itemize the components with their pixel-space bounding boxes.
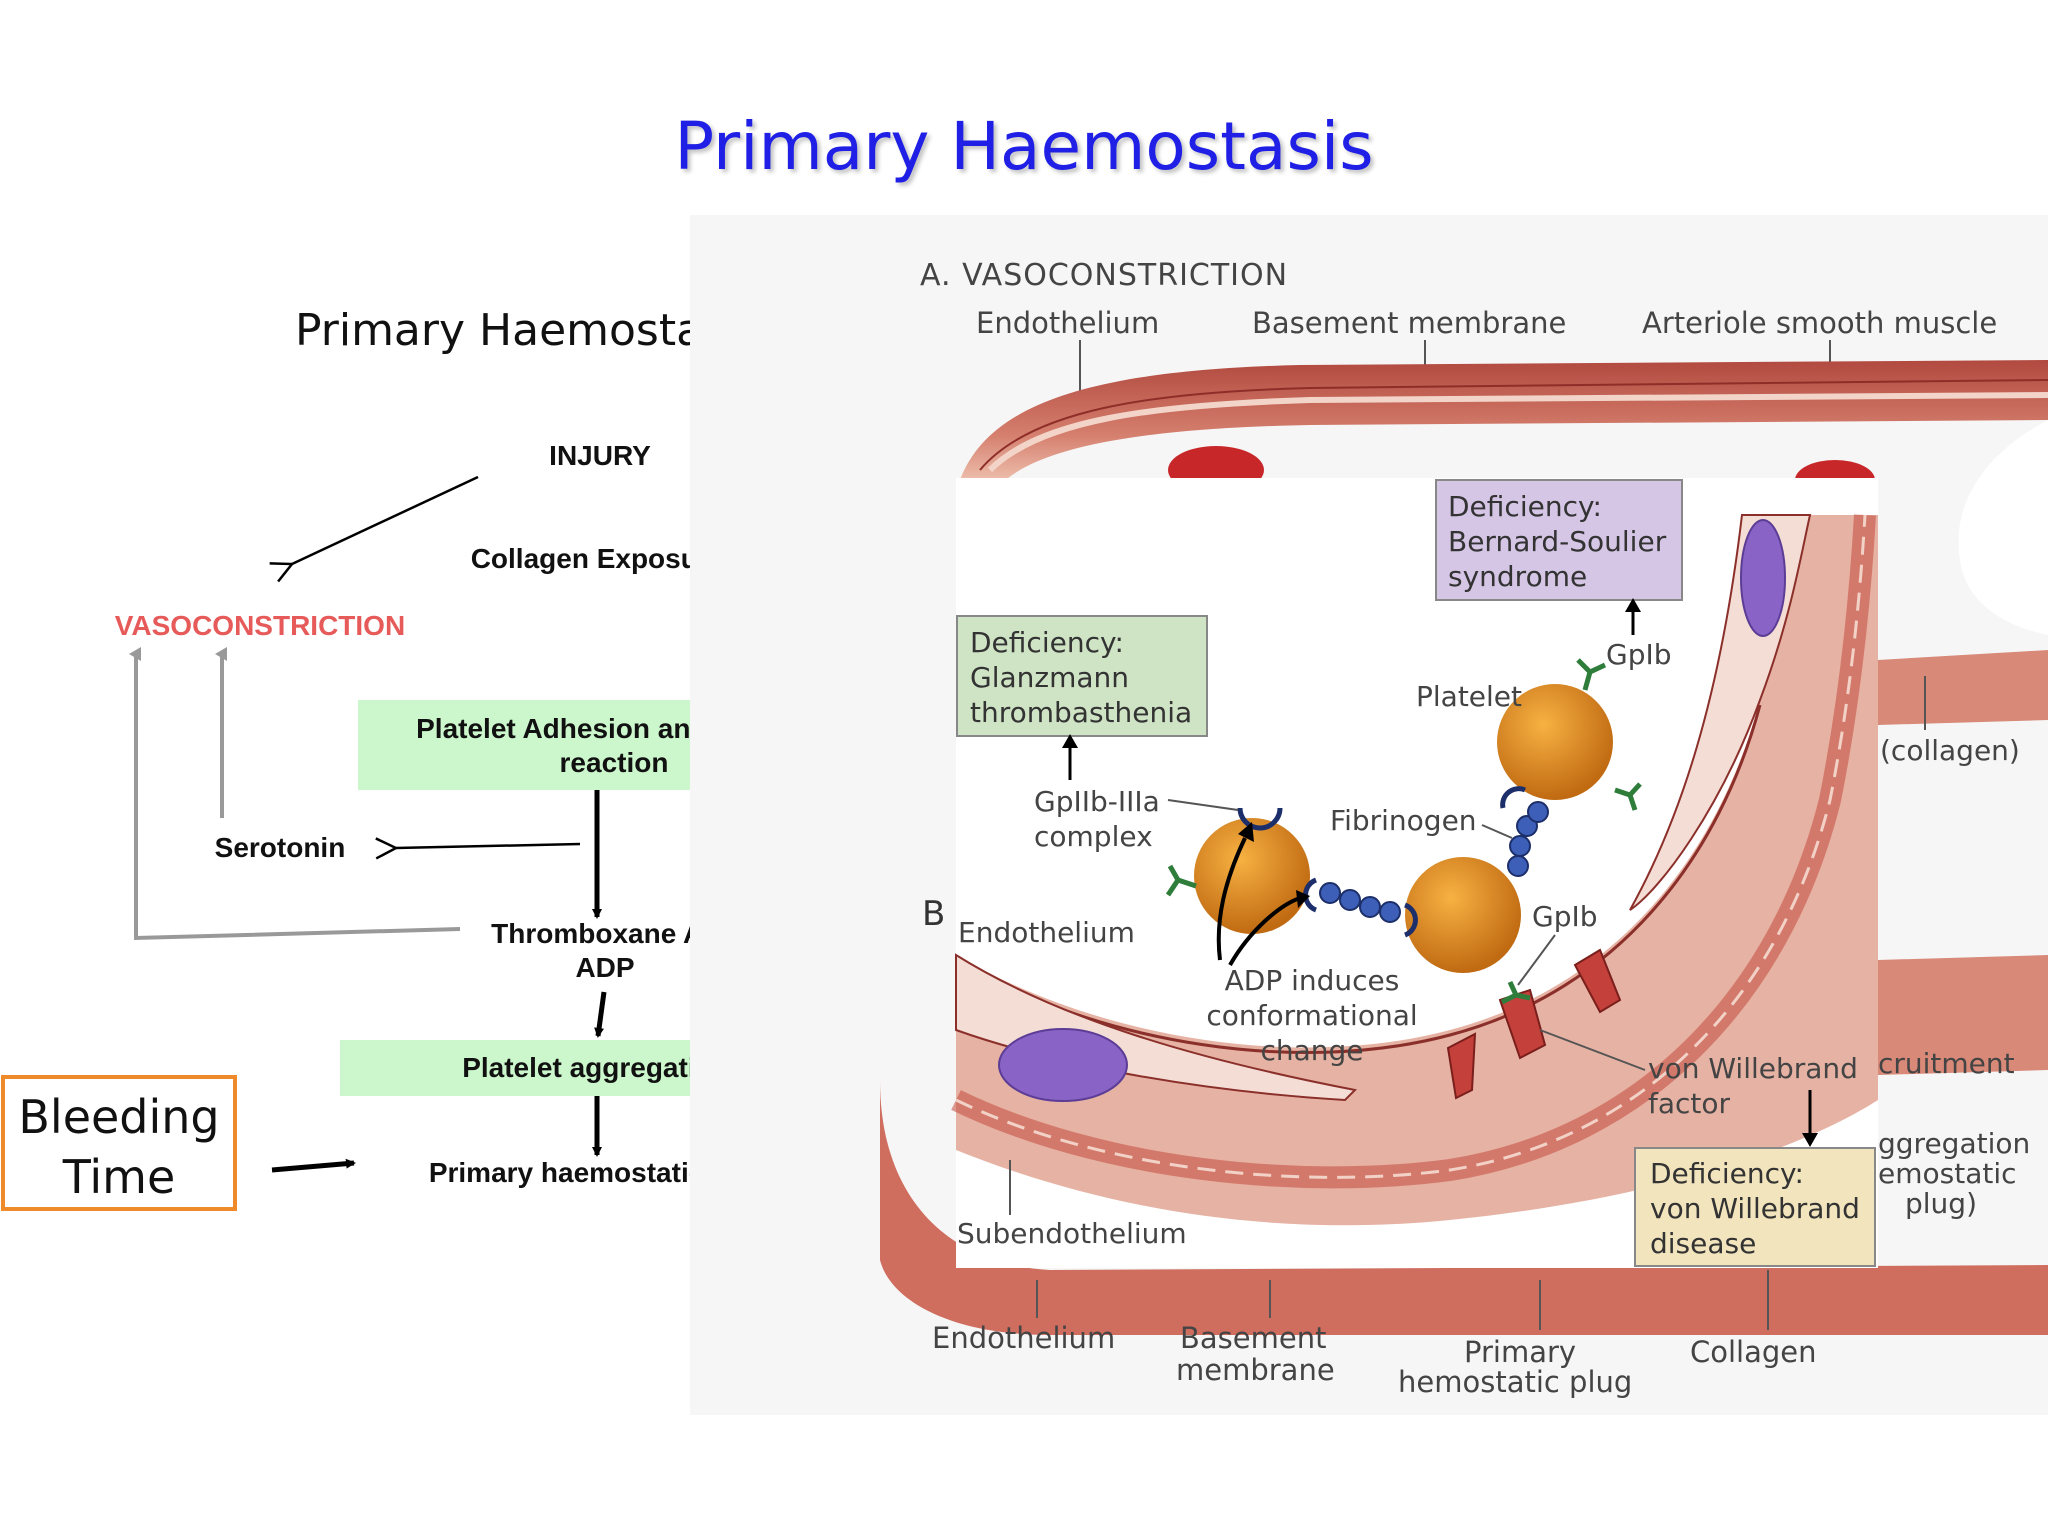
- adp-note-line-1: ADP induces: [1225, 964, 1400, 997]
- platelet-label: Platelet: [1416, 680, 1522, 713]
- bernard-line-1: Deficiency:: [1448, 490, 1602, 523]
- panel-c-membrane-label: membrane: [1176, 1353, 1335, 1387]
- vwd-line-3: disease: [1650, 1227, 1756, 1260]
- panel-c-aggregation-label: ggregation: [1878, 1127, 2030, 1160]
- glanzmann-line-1: Deficiency:: [970, 626, 1124, 659]
- fibrinogen-leader: [1481, 824, 1513, 839]
- panel-a-basement-label: Basement membrane: [1252, 306, 1566, 340]
- panel-a-smooth-muscle-label: Arteriole smooth muscle: [1642, 306, 1997, 340]
- gpiib-iiia-receptor: [1237, 807, 1283, 831]
- serotonin-label: Serotonin: [214, 832, 346, 863]
- thromboxane-gray-arrow: [129, 647, 461, 941]
- panel-b-basement-line: [955, 704, 1762, 1054]
- panel-a-endothelial-layer: [987, 392, 2048, 473]
- bleeding-time-box: Bleeding Time: [1, 1075, 237, 1211]
- panel-c-collagen-label: Collagen: [1690, 1335, 1817, 1369]
- panel-c-primary-label: Primary: [1464, 1335, 1576, 1369]
- panel-b-subendothelium-label: Subendothelium: [957, 1217, 1187, 1250]
- panel-c-right-wall: [1878, 955, 2048, 1075]
- fibrinogen-chain-horizontal: [1319, 882, 1401, 923]
- receptor-arc-4: [1500, 786, 1526, 809]
- thromboxane-label: Thromboxane A2: [491, 918, 719, 949]
- injury-arrow: [292, 475, 479, 564]
- panel-c-basement-label: Basement: [1180, 1321, 1326, 1355]
- vwd-arrow-head: [1802, 1133, 1818, 1147]
- adp-label: ADP: [575, 952, 635, 983]
- adp-arrow-2: [1228, 896, 1301, 966]
- gpiib-iiia-leader: [1167, 799, 1239, 811]
- vwf-pegs: [1446, 948, 1622, 1100]
- bleeding-time-arrow: [271, 1158, 356, 1173]
- panel-c-hemostatic-label: emostatic: [1878, 1157, 2017, 1190]
- vwf-label-2: factor: [1648, 1087, 1731, 1120]
- flowchart-heading: Primary Haemostasis: [295, 305, 762, 356]
- gpiib-iiia-label-1: GpIIb-IIIa: [1034, 785, 1160, 818]
- panel-a-heading: A. VASOCONSTRICTION: [920, 258, 1288, 293]
- platelet-middle: [1405, 857, 1521, 973]
- bernard-soulier-box: [1435, 479, 1683, 601]
- collagen-exposure-label: Collagen Exposure: [470, 543, 725, 574]
- adp-arrow: [594, 991, 607, 1038]
- bernard-arrow-head: [1625, 598, 1641, 612]
- panel-a-right-wall: [1878, 650, 2048, 725]
- injury-label: INJURY: [549, 440, 651, 471]
- gpiib-iiia-label-2: complex: [1034, 820, 1153, 853]
- panel-a-basement-line: [979, 379, 2048, 471]
- fibrinogen-chain-vertical: [1507, 801, 1549, 877]
- gpib-bottom-label: GpIb: [1532, 900, 1598, 933]
- gpib-top-label: GpIb: [1606, 638, 1672, 671]
- vasoconstriction-label: VASOCONSTRICTION: [114, 610, 406, 641]
- endothelial-nucleus-left: [998, 1028, 1128, 1102]
- bleeding-time-label: Bleeding Time: [18, 1090, 220, 1204]
- panel-b-letter: B: [922, 894, 945, 934]
- panel-b-subendothelium: [956, 515, 1878, 1226]
- glanzmann-arrow-head: [1062, 734, 1078, 748]
- vwf-leader: [1539, 1029, 1646, 1071]
- panel-b-endothelium-label: Endothelium: [958, 916, 1135, 949]
- panel-c-plug-label: plug): [1905, 1187, 1977, 1220]
- adp-arrow-1: [1216, 837, 1247, 961]
- serotonin-arrow: [396, 844, 581, 848]
- vessel-lumen-edge: [1958, 420, 2048, 635]
- adp-arrow-2-head: [1296, 890, 1310, 908]
- glanzmann-box: [956, 615, 1208, 737]
- glanzmann-line-3: thrombasthenia: [970, 696, 1192, 729]
- panel-c-hemostatic-plug-label: hemostatic plug: [1398, 1365, 1632, 1399]
- panel-a-collagen-label: (collagen): [1880, 734, 2020, 767]
- adp-note-line-2: conformational: [1206, 999, 1417, 1032]
- fibrinogen-label: Fibrinogen: [1330, 804, 1477, 837]
- bernard-line-3: syndrome: [1448, 560, 1587, 593]
- vwf-label-1: von Willebrand: [1648, 1052, 1858, 1085]
- platelet-aggregation-label: Platelet aggregation: [462, 1052, 730, 1083]
- receptor-arc-3: [1403, 902, 1418, 938]
- panel-c-endothelium-label: Endothelium: [932, 1321, 1115, 1355]
- endothelial-nucleus-right: [1740, 519, 1786, 637]
- panel-c-vessel-wall: [880, 1080, 2048, 1335]
- vwd-line-1: Deficiency:: [1650, 1157, 1804, 1190]
- vwd-line-2: von Willebrand: [1650, 1192, 1860, 1225]
- glanzmann-line-2: Glanzmann: [970, 661, 1129, 694]
- panel-a-endothelium-label: Endothelium: [976, 306, 1159, 340]
- gpib-bottom-leader: [1517, 934, 1556, 986]
- panel-b-fiber-pattern: [955, 514, 1867, 1179]
- slide-title: Primary Haemostasis: [674, 108, 1374, 185]
- bernard-line-2: Bernard-Soulier: [1448, 525, 1667, 558]
- adp-note-line-3: change: [1260, 1034, 1363, 1067]
- platelet-top: [1497, 684, 1613, 800]
- panel-c-recruitment-label: cruitment: [1878, 1047, 2015, 1080]
- gpib-receptors: [1165, 658, 1642, 1005]
- adp-arrow-1-head: [1238, 822, 1254, 842]
- vwd-box: [1634, 1147, 1876, 1267]
